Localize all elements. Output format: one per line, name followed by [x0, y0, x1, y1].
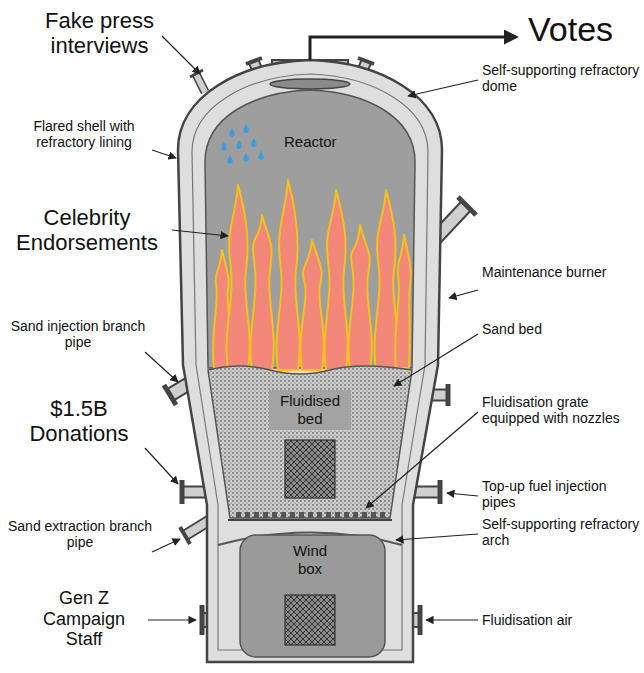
grate-nozzles	[236, 512, 385, 518]
reactor-node: Reactor	[279, 131, 342, 153]
callout-label: Fluidisation air	[482, 612, 640, 628]
outer-shell	[178, 60, 442, 662]
output-arrow	[310, 37, 516, 60]
fluidised-bed-node: Fluidised bed	[269, 390, 351, 430]
node-text: Reactor	[284, 133, 337, 151]
callout-label: Self-supporting refractory dome	[482, 62, 640, 94]
callout-label: Fake press interviews	[12, 8, 187, 59]
flames	[213, 180, 411, 370]
callout-label: Self-supporting refractory arch	[482, 516, 640, 548]
node-text: Fluidised bed	[274, 392, 346, 428]
wind-box-node: Wind box	[278, 540, 342, 580]
callout-label: Sand bed	[482, 321, 640, 337]
node-text: Wind box	[283, 542, 337, 578]
water-droplets	[221, 124, 263, 164]
leader-lines	[145, 36, 478, 620]
callout-label: $1.5B Donations	[4, 396, 154, 447]
callout-label: Sand extraction branch pipe	[6, 518, 154, 550]
callout-label: Gen Z Campaign Staff	[30, 588, 138, 650]
callout-label: Fluidisation grate equipped with nozzles	[482, 394, 640, 426]
callout-label: Flared shell with refractory lining	[14, 118, 154, 150]
callout-label: Sand injection branch pipe	[8, 318, 148, 350]
wind-box	[240, 535, 385, 657]
output-label: Votes	[528, 10, 640, 49]
callout-label: Maintenance burner	[482, 264, 640, 280]
callout-label: Top-up fuel injection pipes	[482, 478, 640, 510]
callout-label: Celebrity Endorsements	[2, 205, 172, 256]
